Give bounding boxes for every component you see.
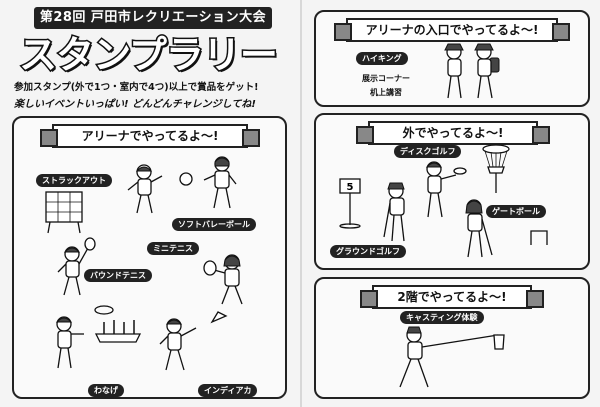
girl-mini-tennis-illustration xyxy=(203,254,243,305)
activity-struck-out: ストラックアウト xyxy=(36,174,112,187)
boy-indiaca-illustration xyxy=(159,318,197,371)
disc-golf-basket-illustration xyxy=(482,144,510,193)
prize-notice: 参加スタンプ(外で1つ・室内で4つ)以上で賞品をゲット! xyxy=(14,82,259,93)
exhibit-corner: 展示コーナー xyxy=(362,74,410,83)
arena-panel: アリーナでやってるよ〜! ストラックアウト ソフトバレーボール ミニテニス バウ… xyxy=(12,116,287,399)
boy-ring-toss-illustration xyxy=(55,316,84,369)
entrance-panel: アリーナの入口でやってるよ〜! ハイキング 展示コーナー 机上講習 xyxy=(314,10,590,107)
second-floor-heading: 2階でやってるよ〜! xyxy=(360,285,544,309)
girl-casting-illustration xyxy=(399,326,499,388)
tagline: 楽しいイベントいっぱい! どんどんチャレンジしてね! xyxy=(14,99,256,110)
activity-ring-toss: わなげ xyxy=(88,384,124,397)
golf-flag-illustration: 5 xyxy=(339,178,361,229)
girl-tennis-illustration xyxy=(57,237,96,296)
event-title: 第28回 戸田市レクリエーション大会 xyxy=(34,7,272,29)
desk-lecture: 机上講習 xyxy=(370,88,402,97)
shuttle-icon xyxy=(210,311,228,324)
ring-toss-stand-illustration xyxy=(94,305,142,343)
volleyball-icon xyxy=(179,172,193,186)
activity-ground-golf: グラウンドゴルフ xyxy=(330,245,406,258)
girl-gateball-illustration xyxy=(465,199,493,258)
girl-ground-golf-illustration xyxy=(383,182,405,242)
strike-out-board-illustration xyxy=(45,191,83,234)
main-title: スタンプラリー xyxy=(18,32,280,79)
outside-panel: 外でやってるよ〜! ディスクゴルフ ゲートボール グラウンドゴルフ 5 xyxy=(314,113,590,270)
activity-bound-tennis: バウンドテニス xyxy=(84,269,152,282)
outside-heading: 外でやってるよ〜! xyxy=(356,121,550,145)
boy-disc-throw-illustration xyxy=(425,161,467,218)
activity-soft-volleyball: ソフトバレーボール xyxy=(172,218,256,231)
girl-volleyball-illustration xyxy=(203,156,237,209)
page-fold xyxy=(300,0,302,407)
cup-icon xyxy=(493,334,505,350)
activity-disc-golf: ディスクゴルフ xyxy=(394,145,462,158)
second-floor-panel: 2階でやってるよ〜! キャスティング体験 xyxy=(314,277,590,399)
boy-throwing-illustration xyxy=(127,164,163,214)
flag-number: 5 xyxy=(347,182,354,193)
activity-casting: キャスティング体験 xyxy=(400,311,484,324)
arena-heading: アリーナでやってるよ〜! xyxy=(40,124,260,148)
activity-hiking: ハイキング xyxy=(356,52,408,65)
entrance-heading: アリーナの入口でやってるよ〜! xyxy=(334,18,570,42)
activity-mini-tennis: ミニテニス xyxy=(147,242,199,255)
activity-indiaca: インディアカ xyxy=(198,384,258,397)
hikers-illustration xyxy=(444,43,500,99)
gateball-gate-illustration xyxy=(530,230,548,245)
activity-gateball: ゲートボール xyxy=(486,205,546,218)
